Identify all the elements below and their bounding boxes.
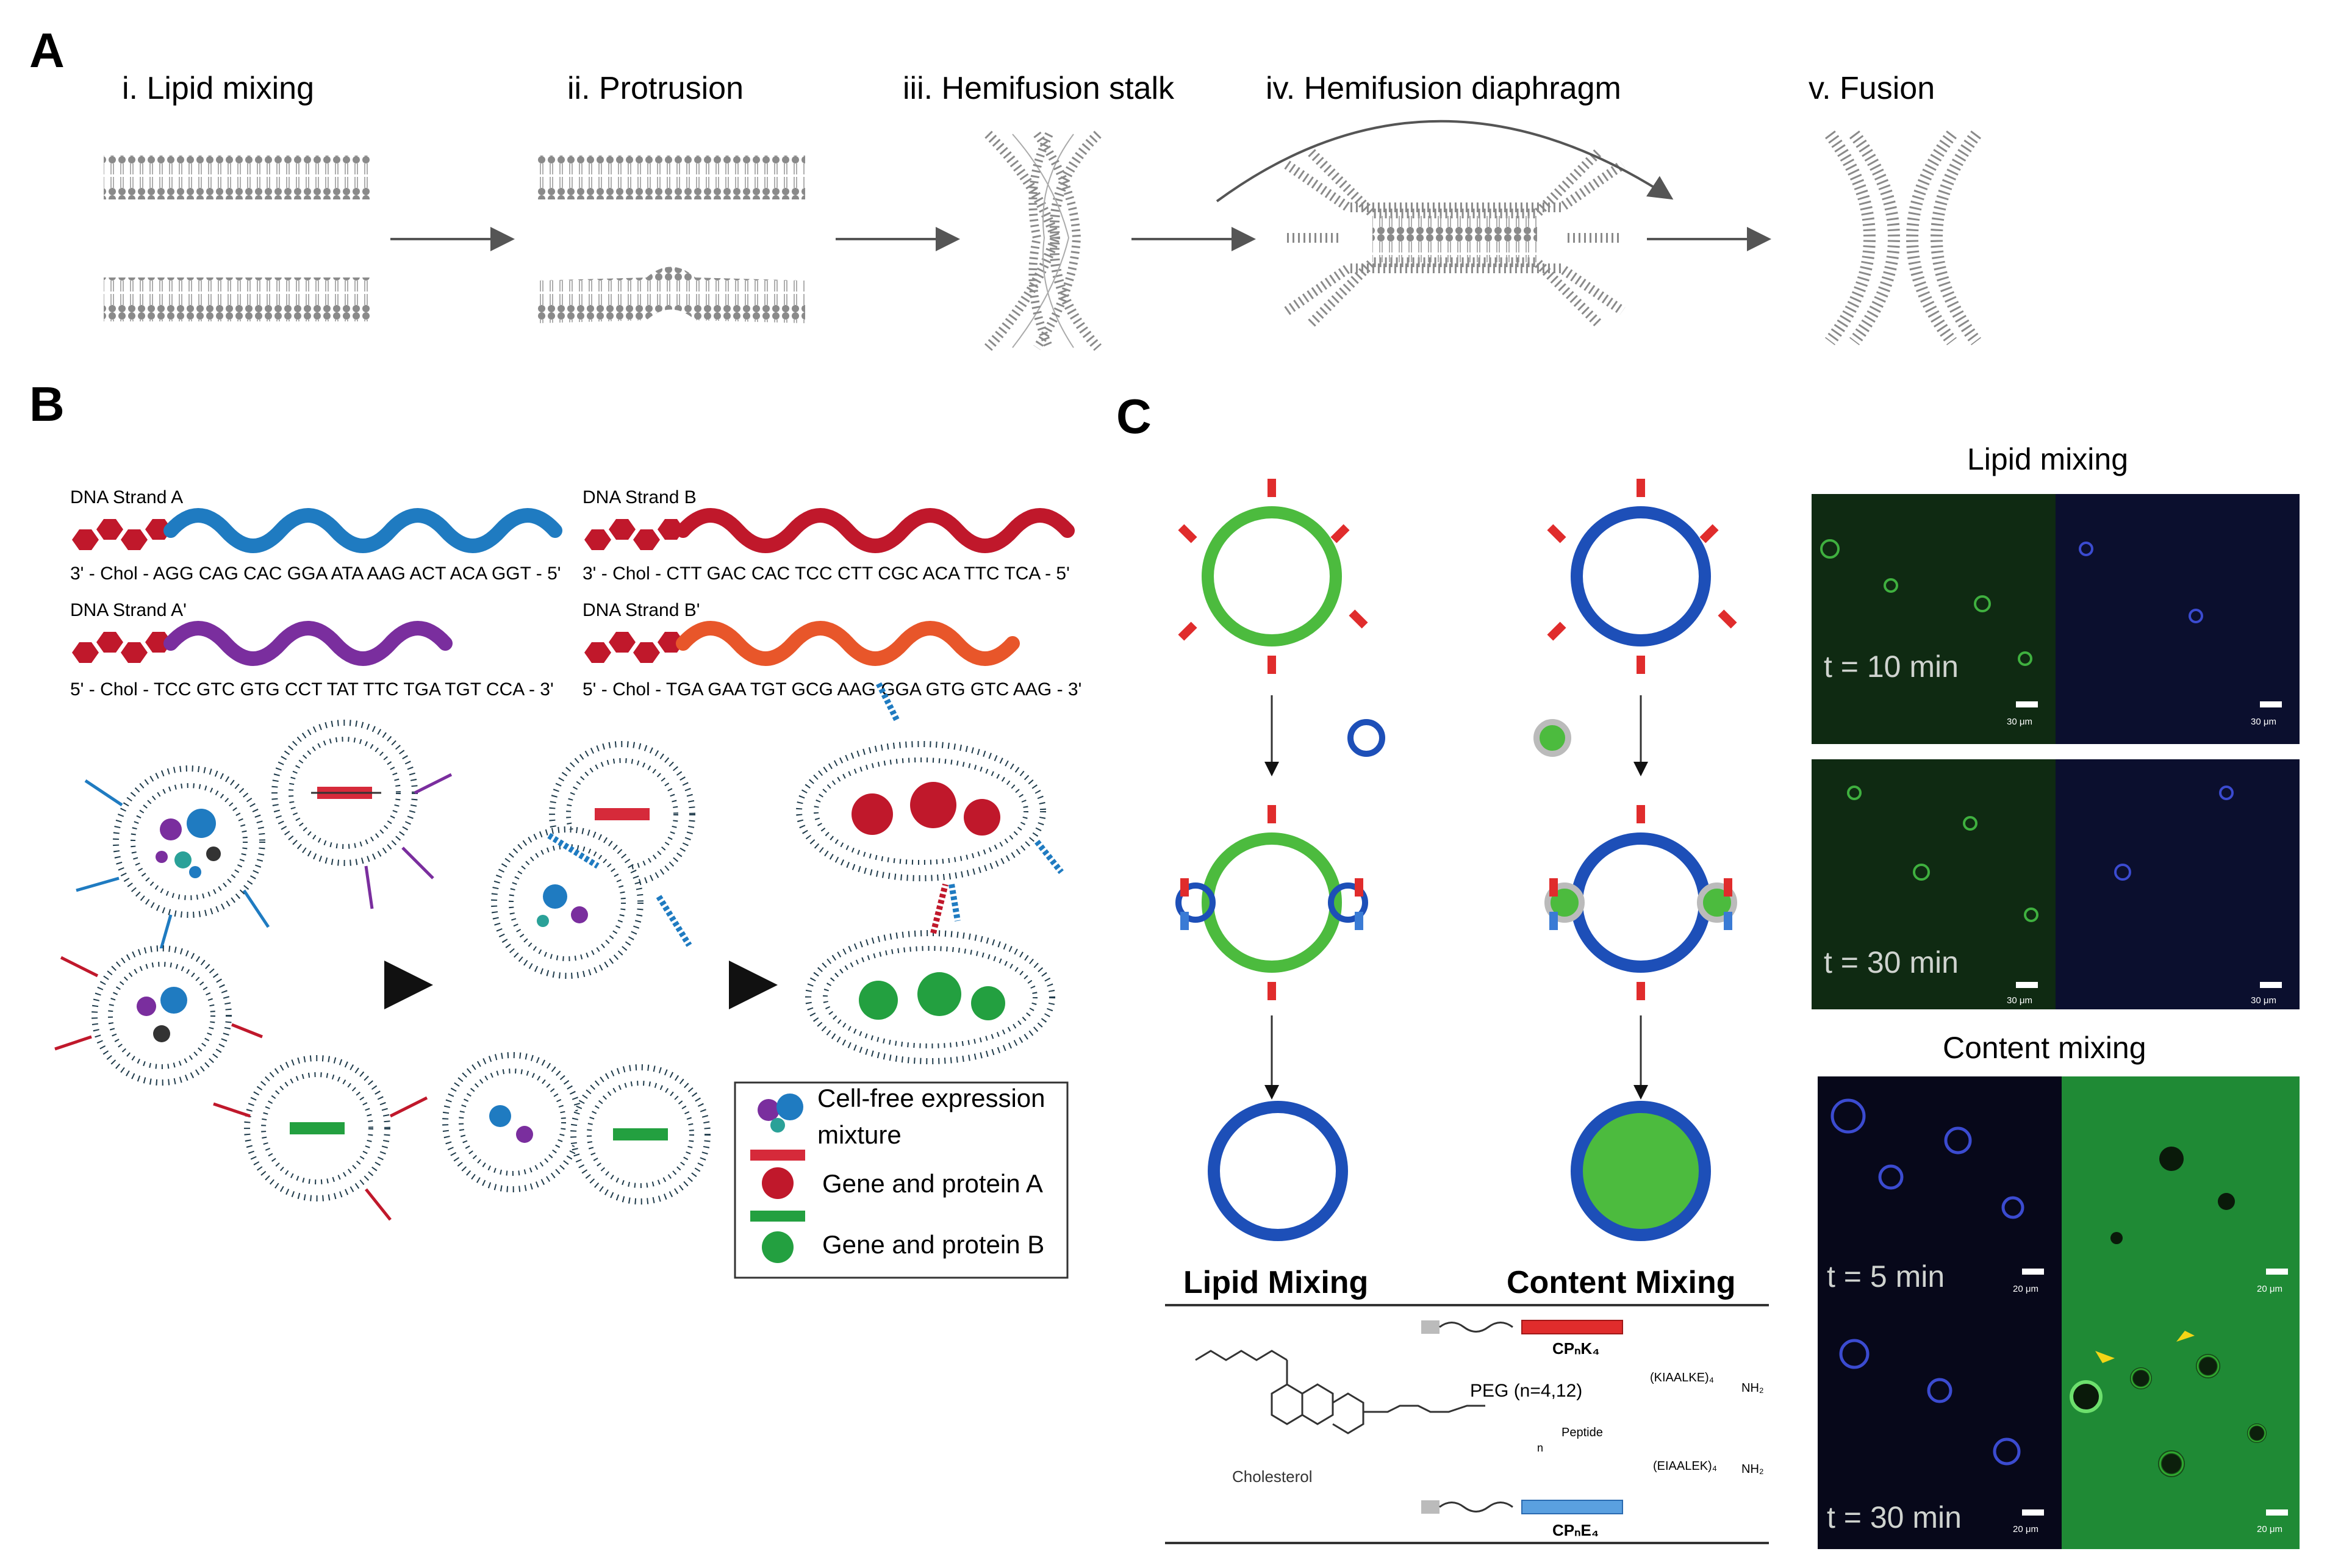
eseq-label: (EIAALEK)₄: [1653, 1459, 1717, 1473]
stage-3-label: iii. Hemifusion stalk: [903, 71, 1175, 106]
lipid-mixing-label: Lipid Mixing: [1183, 1265, 1368, 1300]
strand-a2-wave: [163, 621, 453, 666]
bilayer-protrusion: [537, 267, 805, 323]
vesicle-docking-b: [442, 1052, 711, 1205]
arrowhead-marker-2: [2176, 1331, 2195, 1342]
fusion-diagram: [1825, 130, 1981, 346]
stage-5-label: v. Fusion: [1809, 71, 1935, 106]
strand-b-seq: 3' - Chol - CTT GAC CAC TCC CTT CGC ACA …: [583, 564, 1070, 584]
time-label-4: t = 30 min: [1827, 1500, 1962, 1534]
vesicle-mixture-a: [76, 765, 270, 958]
time-label-2: t = 30 min: [1824, 945, 1959, 979]
time-label-3: t = 5 min: [1827, 1259, 1945, 1294]
nh2-label-1: NH₂: [1741, 1381, 1764, 1395]
panel-a-letter: A: [29, 23, 65, 77]
panel-c-letter: C: [1116, 389, 1152, 443]
legend-mixture-line2: mixture: [817, 1120, 902, 1149]
chol-icon-a2: [72, 632, 172, 663]
protein-a-icon: [762, 1167, 794, 1199]
scalebar-4b: 20 μm: [2257, 1524, 2282, 1534]
gene-a-icon: [750, 1150, 805, 1161]
strand-a2-seq: 5' - Chol - TCC GTC GTG CCT TAT TTC TGA …: [70, 679, 554, 700]
stage-2-label: ii. Protrusion: [567, 71, 744, 106]
cpk-label: CPₙK₄: [1552, 1339, 1600, 1358]
peg-label: PEG (n=4,12): [1470, 1381, 1582, 1401]
strand-b2-wave: [676, 621, 1020, 666]
protein-b-icon: [762, 1231, 794, 1263]
content-mixing-scheme: Content Mixing: [1507, 479, 1737, 1300]
chol-icon-b: [584, 519, 684, 550]
n-subscript: n: [1537, 1442, 1543, 1454]
strand-b-wave: [676, 508, 1075, 553]
vesicle-fused-b: [805, 883, 1055, 1064]
chemistry-structure: Cholesterol CPₙK₄ PEG (n=4,12) Peptide n…: [1165, 1304, 1769, 1544]
panel-b: B DNA Strand A 3' - Chol - AGG CAG CAC G…: [29, 377, 1081, 1279]
gene-b-icon: [750, 1211, 805, 1222]
time-label-1: t = 10 min: [1824, 650, 1959, 684]
content-mixing-title: Content mixing: [1943, 1031, 2146, 1065]
content-mixing-label: Content Mixing: [1507, 1265, 1736, 1300]
strand-a-seq: 3' - Chol - AGG CAG CAC GGA ATA AAG ACT …: [70, 564, 561, 584]
strand-b2-seq: 5' - Chol - TGA GAA TGT GCG AAG GGA GTG …: [583, 679, 1081, 700]
legend-mixture-line1: Cell-free expression: [817, 1084, 1045, 1112]
stage-1-label: i. Lipid mixing: [122, 71, 314, 106]
scalebar-3b: 20 μm: [2257, 1284, 2282, 1294]
nh2-label-2: NH₂: [1741, 1462, 1764, 1476]
microscopy-panels: Lipid mixing t = 10 min 30 μm 30 μm t = …: [1812, 442, 2300, 1549]
lipid-mixing-title: Lipid mixing: [1967, 442, 2128, 476]
chol-icon-b2: [584, 632, 684, 663]
vesicle-gene-a: [271, 720, 453, 909]
micro-lipid-30: t = 30 min 30 μm 30 μm: [1812, 759, 2300, 1009]
strand-a2-name: DNA Strand A': [70, 600, 187, 620]
kseq-label: (KIAALKE)₄: [1650, 1371, 1714, 1384]
cpe-label: CPₙE₄: [1552, 1521, 1599, 1539]
micro-content-30: t = 30 min 20 μm 20 μm: [1818, 1311, 2300, 1549]
bilayer-top-1: [104, 156, 372, 199]
stage-4-label: iv. Hemifusion diaphragm: [1266, 71, 1621, 106]
chol-icon-a: [72, 519, 172, 550]
strand-b-name: DNA Strand B: [583, 487, 697, 507]
panel-a: A i. Lipid mixing ii. Protrusion iii. He…: [29, 23, 1981, 351]
scalebar-1a: 30 μm: [2007, 717, 2032, 727]
scalebar-2a: 30 μm: [2007, 995, 2032, 1006]
panel-b-letter: B: [29, 377, 65, 431]
scalebar-3a: 20 μm: [2013, 1284, 2038, 1294]
strand-a-wave: [163, 508, 562, 553]
peptide-label: Peptide: [1561, 1426, 1603, 1439]
legend-gene-a: Gene and protein A: [822, 1169, 1043, 1198]
micro-lipid-10: t = 10 min 30 μm 30 μm: [1812, 494, 2300, 744]
scalebar-1b: 30 μm: [2251, 717, 2276, 727]
panel-c: C Lipid Mixing: [1116, 389, 2300, 1549]
vesicle-docking-a: [491, 741, 695, 979]
arrowhead-marker-1: [2095, 1351, 2115, 1363]
bilayer-bottom-1: [104, 277, 372, 321]
scalebar-2b: 30 μm: [2251, 995, 2276, 1006]
vesicle-mixture-b: [54, 945, 263, 1086]
lipid-mixing-scheme: Lipid Mixing: [1175, 479, 1385, 1300]
legend-gene-b: Gene and protein B: [822, 1230, 1044, 1259]
diaphragm-diagram: [1284, 149, 1626, 327]
vesicle-fused-a: [796, 681, 1064, 922]
legend-box: Cell-free expression mixture Gene and pr…: [734, 1081, 1069, 1279]
cholesterol-label: Cholesterol: [1232, 1467, 1313, 1486]
arrow-a-curve: [1216, 120, 1674, 202]
strand-b2-name: DNA Strand B': [583, 600, 700, 620]
strand-a-name: DNA Strand A: [70, 487, 183, 507]
micro-content-5: t = 5 min 20 μm 20 μm: [1818, 1076, 2300, 1320]
scalebar-4a: 20 μm: [2013, 1524, 2038, 1534]
vesicle-gene-b: [213, 1055, 428, 1221]
stalk-diagram: [984, 131, 1102, 351]
bilayer-top-2: [537, 156, 805, 199]
